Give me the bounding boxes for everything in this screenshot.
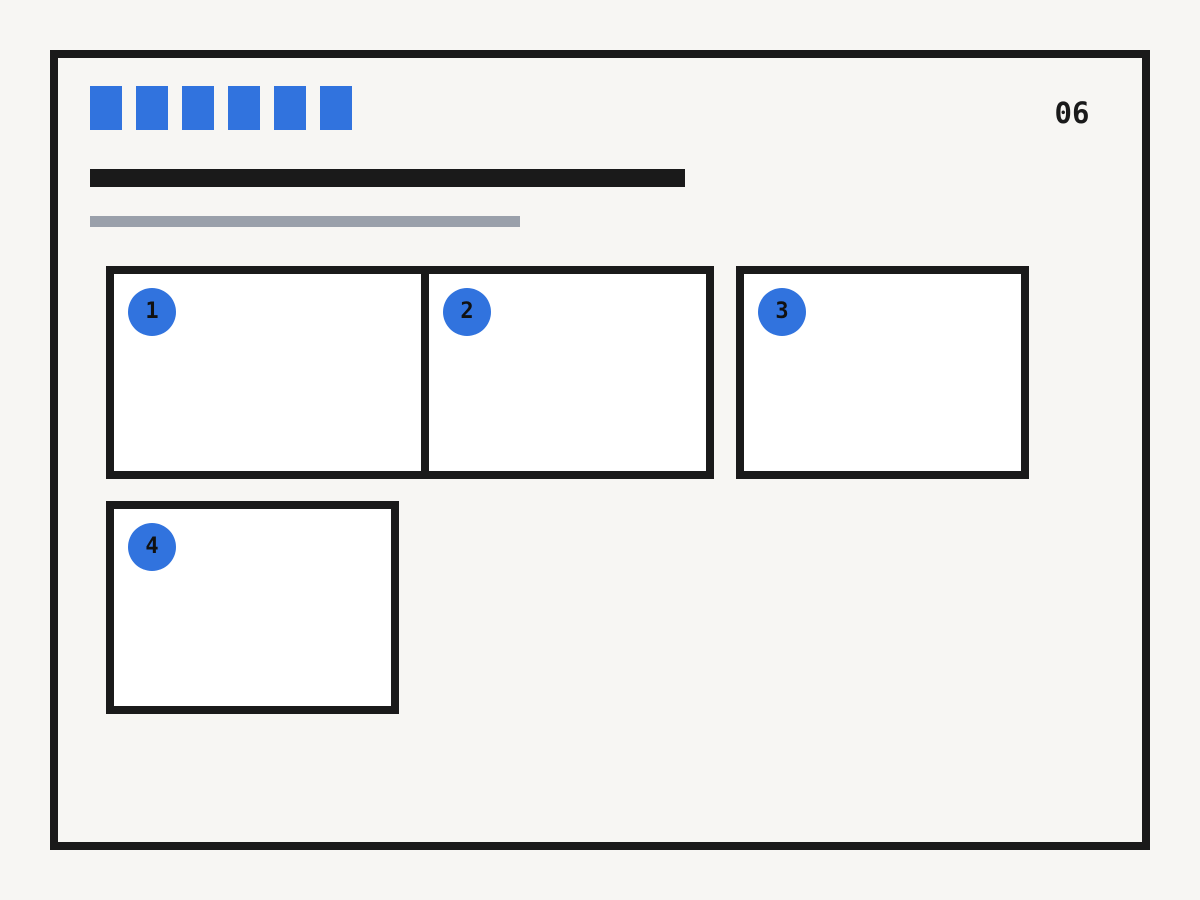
page-number: 06: [1054, 96, 1090, 130]
panel-badge-1: 1: [128, 288, 176, 336]
subtitle-placeholder-bar: [90, 216, 520, 227]
progress-tick: [228, 86, 260, 130]
panel-badge-4: 4: [128, 523, 176, 571]
progress-tick: [182, 86, 214, 130]
panel-group-1-2: [106, 266, 714, 479]
progress-tick: [136, 86, 168, 130]
progress-tick: [320, 86, 352, 130]
panel-badge-2: 2: [443, 288, 491, 336]
panel-badge-3: 3: [758, 288, 806, 336]
progress-tick: [274, 86, 306, 130]
title-placeholder-bar: [90, 169, 685, 187]
panel-divider: [421, 266, 429, 479]
progress-tick: [90, 86, 122, 130]
